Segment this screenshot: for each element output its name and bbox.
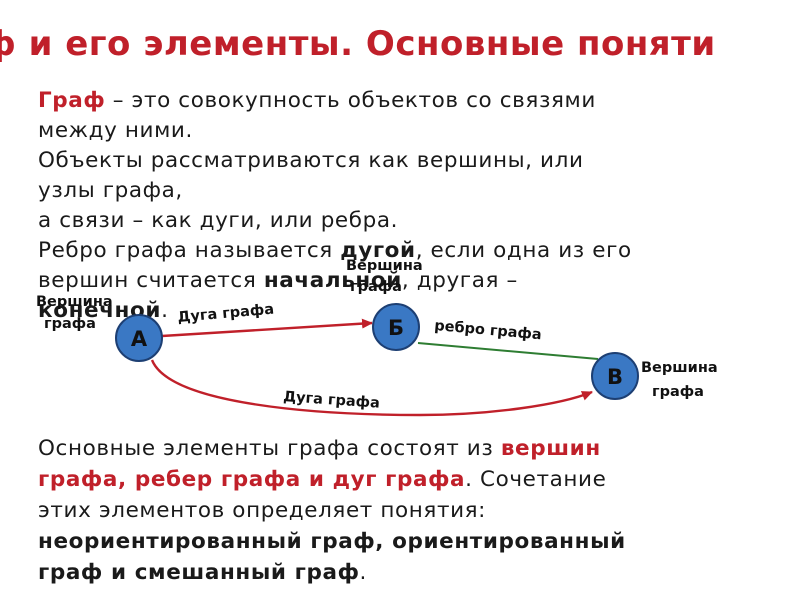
vertex-label-c-1: Вершина [641,360,718,376]
intro-line-6: Ребро графа называется дугой, если одна … [38,236,788,266]
vertex-label-c-2: графа [652,384,704,400]
intro-line-8-b: . [161,298,169,323]
intro-line-6-b: , если одна из его [415,238,632,263]
summary-bold-2: граф и смешанный граф [38,560,360,585]
node-a-label: А [131,327,148,351]
summary-line-2: графа, ребер графа и дуг графа. Сочетани… [38,464,788,495]
page-title: ф и его элементы. Основные поняти [0,24,716,64]
summary-line-3: этих элементов определяет понятия: [38,498,487,523]
node-b-label: Б [388,316,404,340]
summary-line-4: неориентированный граф, ориентированный [38,529,626,554]
intro-line-7-b: , другая – [401,268,518,293]
definition-text: Граф – это совокупность объектов со связ… [38,86,788,326]
node-c [591,352,639,400]
vertex-label-a-2: графа [44,316,96,332]
intro-line-6-a: Ребро графа называется [38,238,341,263]
summary-end: . [359,560,367,585]
term-arc: дугой [340,238,416,263]
intro-line-2: между ними. [38,118,193,143]
vertex-label-b-1: Вершина [346,258,423,274]
arc-bottom [150,359,593,417]
arc-top [161,318,373,338]
summary-a: Основные элементы графа состоят из [38,436,501,461]
summary-b: . Сочетание [465,467,607,492]
vertex-label-b-2: графа [350,279,402,295]
term-elements: графа, ребер графа и дуг графа [38,467,466,492]
intro-line-1: Граф – это совокупность объектов со связ… [38,86,788,116]
edge-label: ребро графа [434,318,543,343]
intro-line-7: вершин считается начальной, другая – [38,266,788,296]
intro-line-4: узлы графа, [38,178,183,203]
term-graph: Граф [38,88,106,113]
edge-b-c [417,342,599,360]
term-initial: начальной [263,268,402,293]
node-a [115,314,163,362]
summary-text: Основные элементы графа состоят из верши… [38,433,788,588]
node-c-label: В [607,365,623,389]
intro-line-5: а связи – как дуги, или ребра. [38,208,399,233]
intro-line-1-rest: – это совокупность объектов со связями [105,88,596,113]
intro-line-3: Объекты рассматриваются как вершины, или [38,148,584,173]
arc-label-top: Дуга графа [177,302,275,326]
term-vertices: вершин [500,436,601,461]
arc-label-bottom: Дуга графа [283,389,381,412]
vertex-label-a-1: Вершина [36,294,113,310]
node-b [372,303,420,351]
intro-line-7-a: вершин считается [38,268,264,293]
summary-line-1: Основные элементы графа состоят из верши… [38,433,788,464]
summary-line-5: граф и смешанный граф. [38,557,788,588]
